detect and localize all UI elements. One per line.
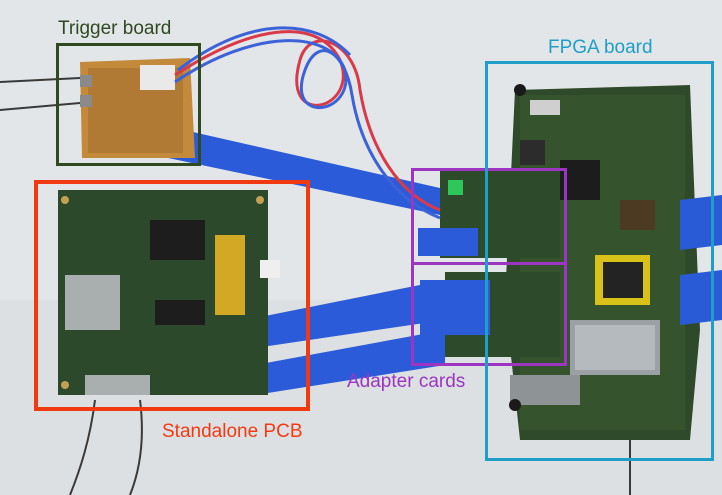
adapter-cards-label: Adapter cards [347,371,466,392]
fpga-board-box [485,61,714,461]
standalone-pcb-label: Standalone PCB [162,421,303,442]
trigger-board-pcb [80,58,195,158]
middle-ribbon-cables [130,120,490,395]
adapter-cards-divider [411,262,567,265]
standalone-pcb [58,190,280,395]
trigger-board-box [56,43,201,166]
trigger-board-label: Trigger board [58,18,172,39]
adapter-cards-box [411,168,567,366]
coax-cables [0,77,631,495]
fpga-board-label: FPGA board [548,37,653,58]
cable-bundle [174,26,441,220]
standalone-pcb-box [34,180,310,411]
